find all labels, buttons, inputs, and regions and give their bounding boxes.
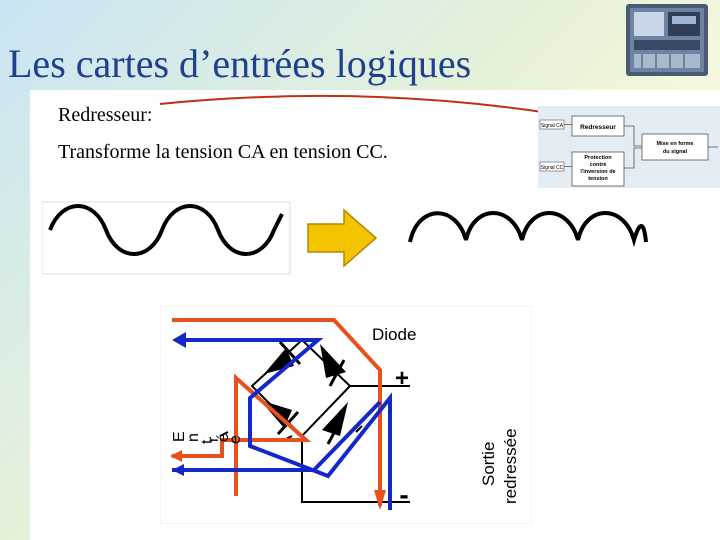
plc-device-image — [626, 4, 708, 76]
protection-line-3: l'inversion de — [580, 169, 615, 175]
redresseur-heading: Redresseur: — [58, 104, 153, 126]
bridge-rectifier-circuit: Diode + - Sortie redressée E n t r é e — [160, 306, 532, 524]
input-letter-n: n — [185, 433, 202, 442]
protection-line-4: tension — [588, 176, 608, 182]
input-letter-r: r — [205, 436, 222, 442]
mise-en-forme-line-1: Mise en forme — [657, 141, 694, 147]
rectified-wave — [408, 211, 648, 248]
redresseur-description: Transforme la tension CA en tension CC. — [58, 141, 388, 163]
protection-line-1: Protection — [584, 155, 612, 161]
redresseur-block-label: Redresseur — [580, 124, 616, 131]
block-diagram: Signal CA Redresseur Signal CC Protectio… — [538, 106, 720, 188]
diode-label: Diode — [372, 325, 416, 344]
signal-cc-label: Signal CC — [541, 165, 564, 171]
ac-sine-wave — [48, 204, 284, 256]
diode-upper-right-icon — [320, 344, 346, 387]
protection-line-2: contre — [590, 162, 607, 168]
blue-current-path — [184, 338, 392, 510]
mise-en-forme-line-2: du signal — [663, 149, 688, 155]
output-label-line-1: Sortie — [479, 442, 498, 486]
minus-terminal: - — [399, 479, 408, 510]
waveform-illustration — [42, 201, 648, 275]
plus-terminal: + — [395, 365, 409, 392]
input-letter-e-final: e — [227, 435, 244, 444]
input-letter-t: t — [199, 439, 216, 444]
red-current-path — [172, 318, 382, 506]
slide-title: Les cartes d’entrées logiques — [8, 41, 472, 86]
input-letter-e-accent: é — [215, 433, 232, 442]
output-label-line-2: redressée — [501, 428, 520, 504]
diode-lower-right-icon — [322, 402, 348, 445]
signal-ca-label: Signal CA — [541, 123, 564, 129]
conversion-arrow-icon — [307, 208, 378, 268]
input-letter-e: E — [171, 431, 188, 442]
